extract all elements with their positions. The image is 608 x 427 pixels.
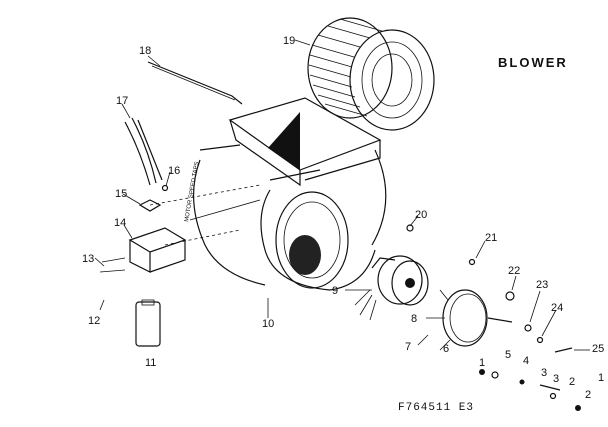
- part-label-5: 5: [505, 349, 511, 361]
- part-label-20: 20: [415, 209, 427, 221]
- part-label-1: 1: [479, 357, 485, 369]
- wire-harness: [124, 61, 243, 186]
- part-label-21: 21: [485, 232, 497, 244]
- leader-lines: [94, 39, 590, 351]
- part-label-3: 3: [541, 367, 547, 379]
- hardware: [138, 184, 581, 411]
- part-label-19: 19: [283, 35, 295, 47]
- diagram-title: BLOWER: [498, 55, 568, 70]
- small-label-a: 2: [569, 376, 575, 388]
- small-label-b: 3: [553, 373, 559, 385]
- part-label-2: 2: [585, 389, 591, 401]
- motor-speed-taps-label: MOTOR SPEED TAPS: [184, 161, 201, 222]
- part-label-7: 7: [405, 341, 411, 353]
- blower-housing: [149, 97, 387, 291]
- part-label-24: 24: [551, 302, 563, 314]
- part-label-8: 8: [411, 313, 417, 325]
- part-label-18: 18: [139, 45, 151, 57]
- part-label-10: 10: [262, 318, 274, 330]
- part-label-12: 12: [88, 315, 100, 327]
- drawing-code: F764511 E3: [398, 402, 474, 414]
- part-label-11: 11: [145, 357, 156, 369]
- control-box: [99, 227, 187, 273]
- part-label-22: 22: [508, 265, 520, 277]
- part-label-15: 15: [115, 188, 127, 200]
- blower-motor: [354, 255, 429, 321]
- part-label-4: 4: [523, 355, 529, 367]
- part-label-25: 25: [592, 343, 604, 355]
- part-label-16: 16: [168, 165, 180, 177]
- part-label-14: 14: [114, 217, 126, 229]
- part-label-13: 13: [82, 253, 94, 265]
- part-label-23: 23: [536, 279, 548, 291]
- part-label-17: 17: [116, 95, 128, 107]
- part-label-9: 9: [332, 285, 338, 297]
- blower-wheel: [307, 17, 435, 131]
- part-label-6: 6: [443, 343, 449, 355]
- capacitor: [135, 299, 161, 347]
- motor-mount: [439, 289, 513, 351]
- small-label-c: 1: [598, 372, 604, 384]
